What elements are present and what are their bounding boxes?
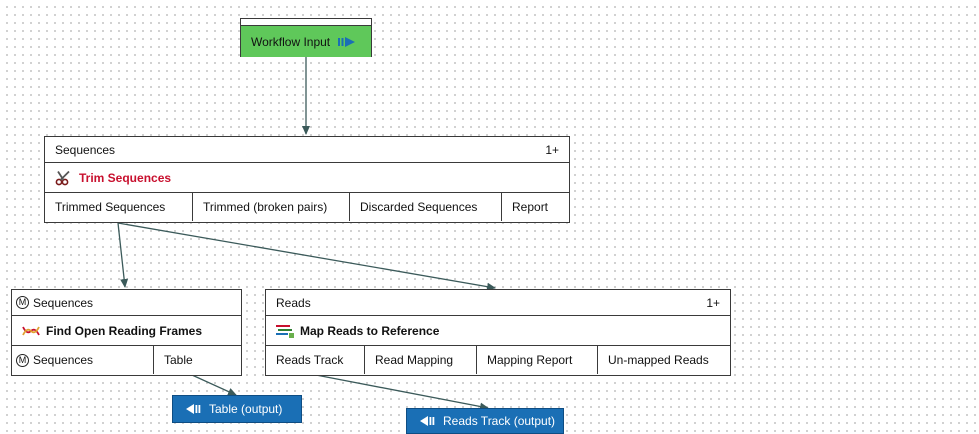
map-input-label: Reads	[276, 295, 311, 310]
trim-input-count: 1+	[545, 142, 559, 157]
connector-trimmed-to-orf	[117, 222, 129, 288]
connector-table-to-output	[191, 374, 237, 396]
port-mapping-report[interactable]: Mapping Report	[477, 346, 598, 374]
trim-tool-name: Trim Sequences	[79, 170, 172, 185]
map-reads-node[interactable]: Reads 1+ Map Reads to Reference Reads Tr…	[265, 289, 731, 376]
port-orf-sequences[interactable]: M Sequences	[12, 346, 154, 374]
orf-input-header[interactable]: M Sequences	[12, 290, 241, 316]
port-orf-table[interactable]: Table	[164, 353, 193, 367]
reads-track-output-node[interactable]: Reads Track (output)	[406, 408, 564, 434]
connector-readstrack-to-output	[315, 374, 489, 411]
orf-icon	[22, 323, 40, 339]
reads-track-output-label: Reads Track (output)	[443, 414, 556, 428]
connector-trimmed-to-map	[117, 222, 496, 291]
right-arrow-icon	[338, 35, 356, 49]
port-reads-track[interactable]: Reads Track	[266, 346, 365, 374]
map-input-count: 1+	[706, 295, 720, 310]
port-orf-sequences-label: Sequences	[33, 353, 94, 367]
scissors-icon	[55, 170, 73, 186]
trim-input-label: Sequences	[55, 142, 116, 157]
port-trimmed-sequences[interactable]: Trimmed Sequences	[45, 193, 193, 221]
orf-title-row[interactable]: Find Open Reading Frames	[12, 316, 241, 346]
trim-input-header[interactable]: Sequences 1+	[45, 137, 569, 163]
port-unmapped-reads[interactable]: Un-mapped Reads	[608, 353, 709, 367]
trim-sequences-node[interactable]: Sequences 1+ Trim Sequences Trimmed Sequ…	[44, 136, 570, 223]
trim-output-ports: Trimmed Sequences Trimmed (broken pairs)…	[45, 193, 569, 221]
orf-input-label: Sequences	[33, 295, 94, 310]
workflow-input-label: Workflow Input	[251, 34, 331, 49]
table-output-node[interactable]: Table (output)	[172, 395, 302, 423]
output-icon	[419, 415, 435, 427]
port-read-mapping[interactable]: Read Mapping	[365, 346, 477, 374]
map-tool-name: Map Reads to Reference	[300, 323, 440, 338]
orf-output-ports: M Sequences Table	[12, 346, 241, 374]
map-output-ports: Reads Track Read Mapping Mapping Report …	[266, 346, 730, 374]
map-reads-icon	[276, 323, 294, 339]
port-trimmed-broken-pairs[interactable]: Trimmed (broken pairs)	[193, 193, 350, 221]
output-icon	[185, 403, 201, 415]
workflow-input-header	[241, 19, 371, 26]
multiple-output-marker: M	[16, 353, 29, 367]
workflow-input-body[interactable]: Workflow Input	[241, 26, 371, 57]
map-input-header[interactable]: Reads 1+	[266, 290, 730, 316]
find-orf-node[interactable]: M Sequences Find Open Reading Frames M S…	[11, 289, 242, 376]
port-report[interactable]: Report	[512, 200, 549, 214]
orf-tool-name: Find Open Reading Frames	[46, 323, 203, 338]
port-discarded-sequences[interactable]: Discarded Sequences	[350, 193, 502, 221]
map-title-row[interactable]: Map Reads to Reference	[266, 316, 730, 346]
workflow-input-node[interactable]: Workflow Input	[240, 18, 372, 57]
table-output-label: Table (output)	[209, 402, 283, 416]
trim-title-row[interactable]: Trim Sequences	[45, 163, 569, 193]
multiple-input-marker: M	[16, 296, 29, 309]
